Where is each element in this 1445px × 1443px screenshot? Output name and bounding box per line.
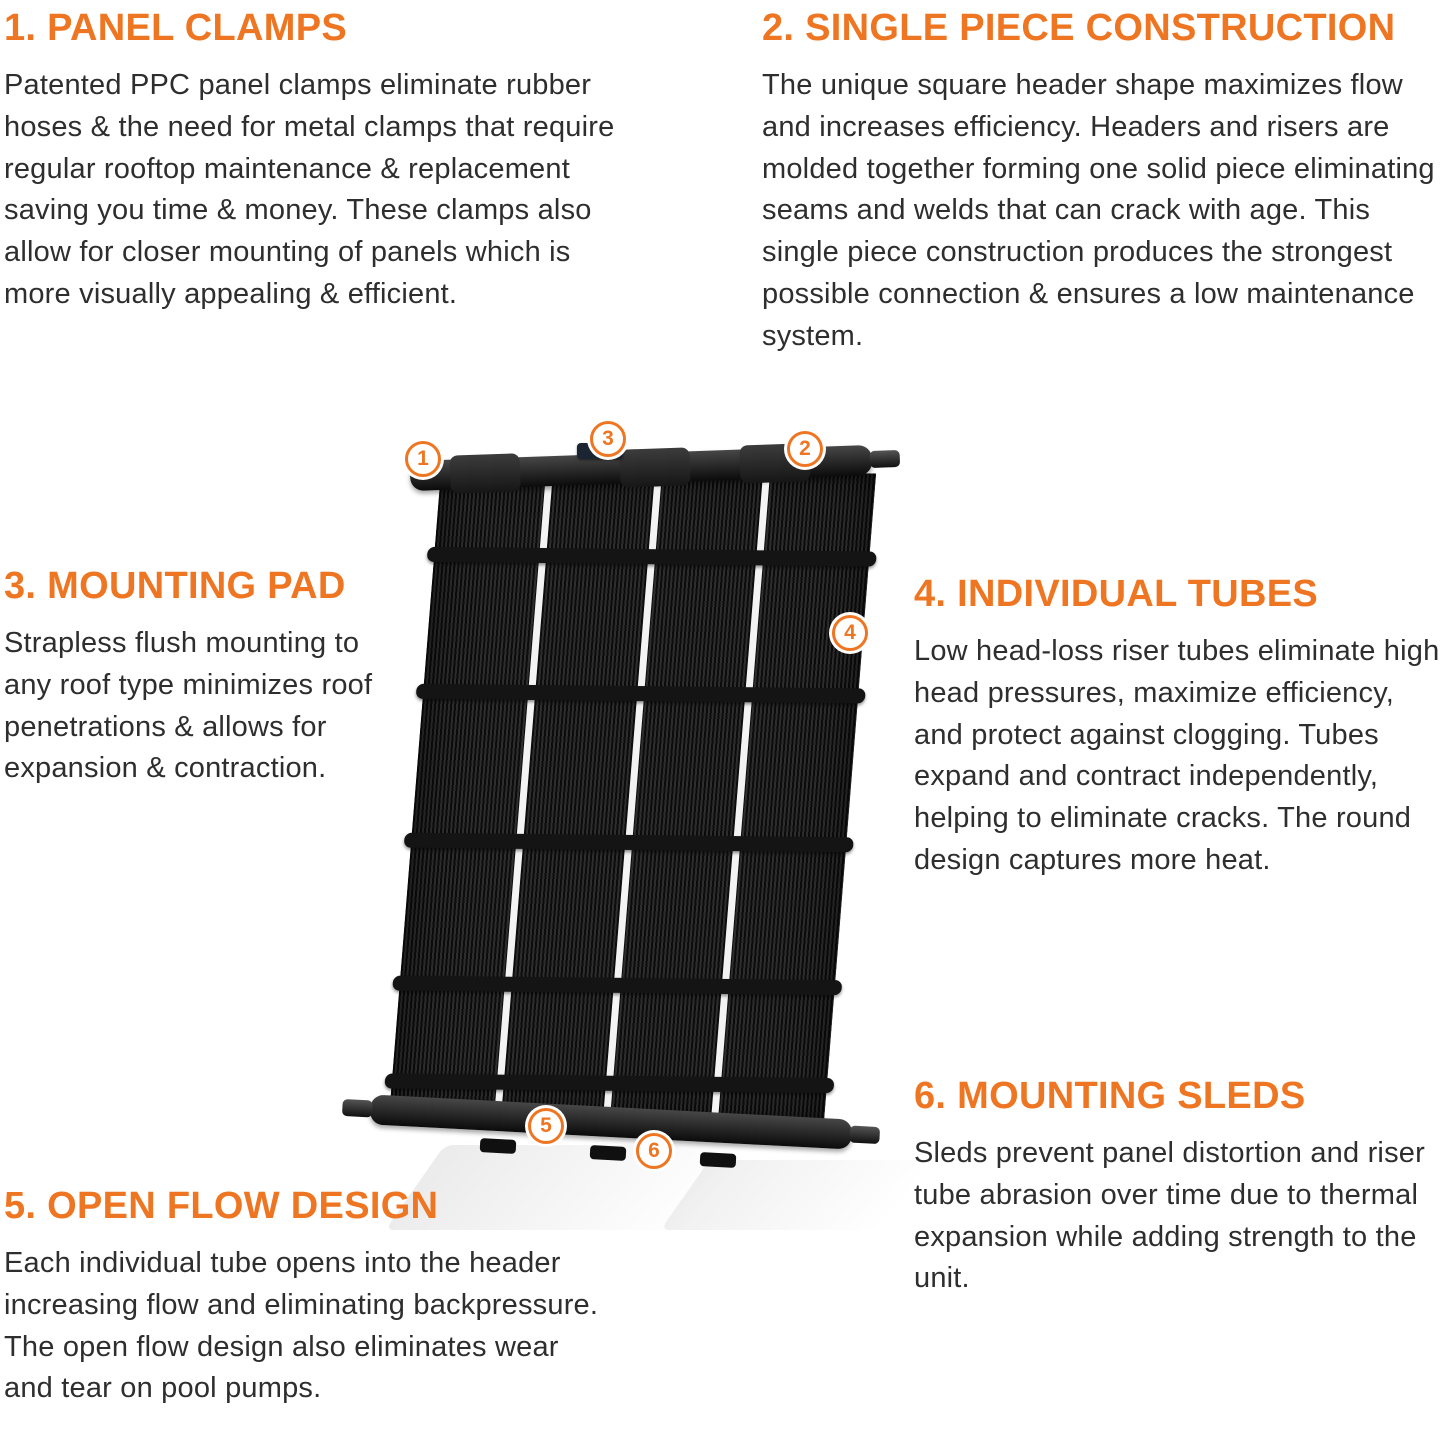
- panel-clamp: [619, 447, 691, 488]
- mounting-strap: [415, 683, 866, 703]
- feature-body: Patented PPC panel clamps eliminate rubb…: [4, 69, 615, 310]
- feature-body: The unique square header shape maximizes…: [762, 69, 1435, 352]
- pipe-stub: [869, 449, 901, 469]
- panel-clamp: [449, 453, 521, 494]
- panel-column-gap: [711, 472, 771, 1122]
- mounting-strap: [426, 546, 877, 567]
- feature-mounting-pad: 3. MOUNTING PAD Strapless flush mounting…: [4, 565, 406, 790]
- feature-body: Each individual tube opens into the head…: [4, 1247, 599, 1405]
- mounting-sled: [479, 1138, 517, 1154]
- feature-title: 5. OPEN FLOW DESIGN: [4, 1185, 439, 1227]
- feature-title: 4. INDIVIDUAL TUBES: [914, 573, 1319, 615]
- callout-badge-6: 6: [636, 1133, 672, 1169]
- feature-body: Low head-loss riser tubes eliminate high…: [914, 635, 1440, 876]
- feature-open-flow-design: 5. OPEN FLOW DESIGN Each individual tube…: [4, 1185, 604, 1410]
- feature-title: 6. MOUNTING SLEDS: [914, 1075, 1306, 1117]
- mounting-sled: [589, 1145, 627, 1161]
- pipe-stub: [341, 1098, 373, 1118]
- panel-column-gap: [493, 470, 553, 1120]
- mounting-sled: [699, 1152, 737, 1168]
- callout-badge-5: 5: [528, 1108, 564, 1144]
- solar-panel-illustration: [341, 435, 930, 1265]
- feature-single-piece-construction: 2. SINGLE PIECE CONSTRUCTION The unique …: [762, 7, 1445, 357]
- callout-badge-4: 4: [832, 615, 868, 651]
- feature-title: 2. SINGLE PIECE CONSTRUCTION: [762, 7, 1396, 49]
- pipe-stub: [849, 1125, 881, 1145]
- feature-body: Strapless flush mounting to any roof typ…: [4, 627, 373, 785]
- feature-title: 1. PANEL CLAMPS: [4, 7, 348, 49]
- feature-individual-tubes: 4. INDIVIDUAL TUBES Low head-loss riser …: [914, 573, 1442, 882]
- feature-panel-clamps: 1. PANEL CLAMPS Patented PPC panel clamp…: [4, 7, 616, 316]
- feature-mounting-sleds: 6. MOUNTING SLEDS Sleds prevent panel di…: [914, 1075, 1442, 1300]
- mounting-strap: [392, 975, 843, 996]
- mounting-strap: [384, 1072, 835, 1093]
- callout-badge-2: 2: [787, 431, 823, 467]
- callout-badge-1: 1: [405, 441, 441, 477]
- feature-body: Sleds prevent panel distortion and riser…: [914, 1137, 1425, 1295]
- callout-badge-3: 3: [590, 421, 626, 457]
- mounting-strap: [403, 832, 854, 853]
- panel-reflection: [660, 1160, 930, 1230]
- panel-riser-tubes: [384, 468, 877, 1124]
- feature-title: 3. MOUNTING PAD: [4, 565, 346, 607]
- panel-column-gap: [602, 471, 662, 1121]
